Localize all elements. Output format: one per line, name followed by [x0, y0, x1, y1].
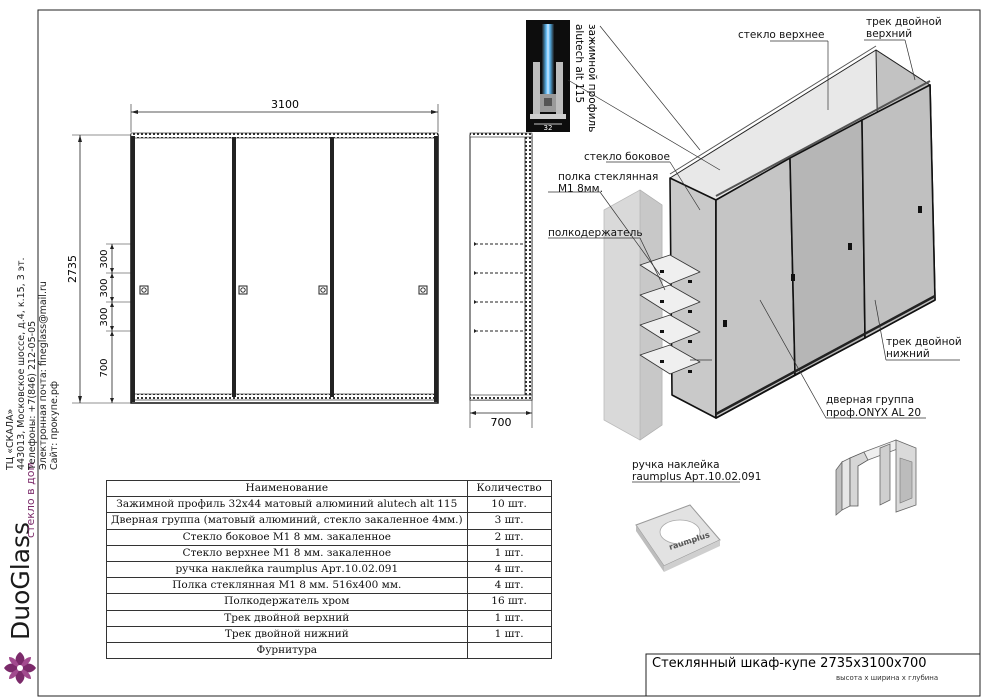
table-row: Полка стеклянная М1 8 мм. 516x400 мм.4 ш…: [106, 577, 552, 595]
table-row: Зажимной профиль 32x44 матовый алюминий …: [106, 496, 552, 514]
contact-block: ТЦ «СКАЛА» 443013, Московское шоссе, д.4…: [5, 257, 60, 471]
table-cell-name: Трек двойной верхний: [106, 609, 468, 627]
contact-line: Электронная почта: fineglass@mail.ru: [38, 281, 49, 470]
brand-name: DuoGlass: [6, 522, 35, 640]
contact-line: 443013, Московское шоссе, д.4, к.15, 3 э…: [16, 257, 27, 470]
table-cell-name: ручка наклейка raumplus Арт.10.02.091: [106, 560, 468, 579]
callout-handle-sub: raumplus Арт.10.02.091: [632, 471, 761, 483]
brand-logo: [4, 652, 36, 684]
callout-track-bottom-sub: нижний: [886, 348, 930, 360]
handle-icon: [318, 285, 328, 295]
isometric-view: [603, 45, 936, 441]
dim-profile: 32: [544, 124, 553, 132]
callout-door-group-sub: проф.ONYX AL 20: [826, 407, 921, 419]
table-cell-qty: 1 шт.: [466, 625, 552, 643]
specification-table: Наименование Количество Зажимной профиль…: [106, 479, 552, 660]
table-cell-qty: [466, 641, 552, 660]
contact-line: Телефоны: +7(846) 212-05-05: [27, 321, 38, 471]
table-cell-name: Трек двойной нижний: [106, 625, 468, 643]
handle-sticker-icon: raumplus: [635, 504, 721, 572]
dim-depth: 700: [491, 416, 512, 429]
table-cell-qty: 3 шт.: [466, 512, 552, 530]
title-block: Стеклянный шкаф-купе 2735х3100х700 высот…: [645, 653, 980, 696]
callout-track-top: трек двойной: [866, 16, 942, 28]
table-header-row: Наименование Количество: [106, 479, 552, 498]
dim-shelf-spacing: 300: [99, 307, 110, 326]
table-cell-name: Фурнитура: [106, 641, 468, 660]
table-cell-qty: 2 шт.: [466, 528, 552, 546]
table-row: Дверная группа (матовый алюминий, стекло…: [106, 512, 552, 530]
drawing-subtitle: высота х ширина х глубина: [836, 674, 938, 682]
callout-glass-side: стекло боковое: [584, 151, 670, 163]
callout-shelf-sub: М1 8мм.: [558, 183, 603, 195]
handle-icon: [238, 285, 248, 295]
table-cell-qty: 4 шт.: [466, 577, 552, 595]
side-view: 700: [469, 132, 533, 429]
table-cell-qty: 4 шт.: [466, 560, 552, 579]
table-cell-qty: 16 шт.: [466, 593, 552, 611]
callout-glass-top: стекло верхнее: [738, 29, 824, 41]
callout-shelf: полка стеклянная: [558, 171, 658, 183]
callout-profile-sub: alutech alt 115: [573, 24, 585, 103]
profile-detail: 32: [526, 20, 570, 132]
table-cell-name: Стекло боковое М1 8 мм. закаленное: [106, 528, 468, 546]
callout-track-top-sub: верхний: [866, 28, 912, 40]
contact-line: ТЦ «СКАЛА»: [5, 408, 16, 471]
door-profile-icon: [835, 439, 917, 516]
callout-door-group: дверная группа: [826, 394, 914, 406]
callout-handle: ручка наклейка: [632, 459, 720, 471]
table-row: Фурнитура: [106, 641, 552, 660]
brand-tagline: стекло в дом: [24, 462, 37, 538]
dim-shelf-spacing: 300: [99, 249, 110, 268]
table-cell-qty: 1 шт.: [466, 544, 552, 562]
table-cell-name: Стекло верхнее М1 8 мм. закаленное: [106, 544, 468, 562]
table-cell-qty: 1 шт.: [466, 609, 552, 627]
callout-shelf-holder: полкодержатель: [548, 227, 643, 239]
callout-track-bottom: трек двойной: [886, 336, 962, 348]
dim-bottom: 700: [99, 358, 110, 377]
table-cell-name: Полкодержатель хром: [106, 593, 468, 611]
drawing-title: Стеклянный шкаф-купе 2735х3100х700: [652, 656, 927, 671]
table-cell-name: Зажимной профиль 32x44 матовый алюминий …: [106, 496, 468, 514]
column-header-name: Наименование: [106, 479, 468, 498]
handle-icon: [418, 285, 428, 295]
table-cell-name: Дверная группа (матовый алюминий, стекло…: [106, 512, 468, 530]
leader-lines: [548, 25, 960, 419]
table-cell-qty: 10 шт.: [466, 496, 552, 514]
callout-profile: зажимной профиль: [586, 24, 598, 132]
handle-icon: [139, 285, 149, 295]
front-elevation: 3100 2735 300: [66, 98, 439, 404]
table-cell-name: Полка стеклянная М1 8 мм. 516x400 мм.: [106, 577, 468, 595]
dim-shelf-spacing: 300: [99, 278, 110, 297]
dim-height: 2735: [66, 255, 79, 283]
contact-line: Сайт: прокупе.рф: [49, 381, 60, 470]
dim-width: 3100: [271, 98, 299, 111]
column-header-qty: Количество: [466, 479, 552, 498]
